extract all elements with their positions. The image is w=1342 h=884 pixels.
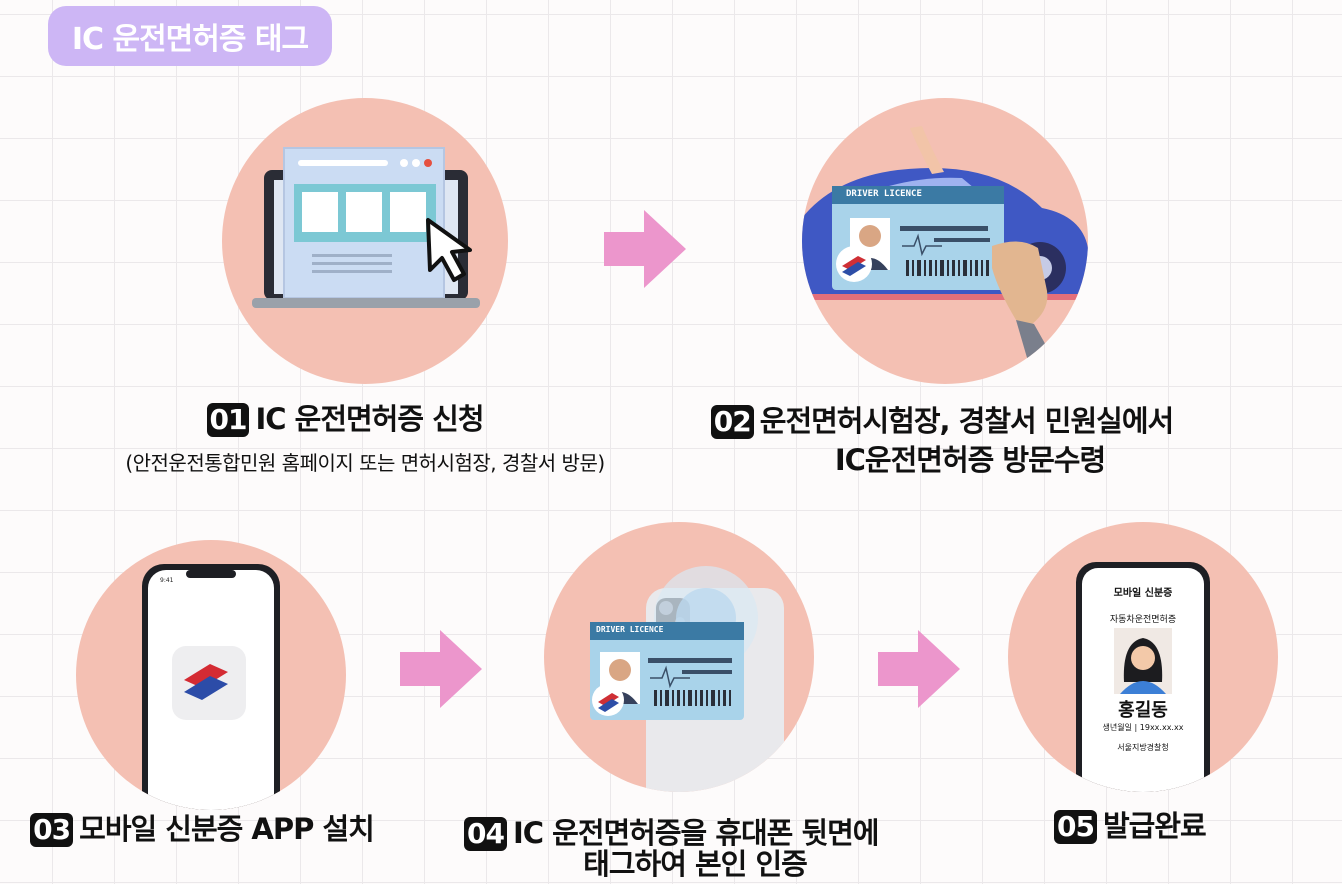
step2-line1: 운전면허시험장, 경찰서 민원실에서 bbox=[759, 404, 1174, 438]
step4-line2: 태그하여 본인 인증 bbox=[583, 847, 808, 881]
step5-illustration: 모바일 신분증 자동차운전면허증 홍길동 생년월일 | 19xx.xx.xx 서… bbox=[1008, 522, 1278, 792]
driver-license-card bbox=[832, 186, 1004, 290]
step2-number: 02 bbox=[710, 405, 754, 439]
step4-number: 04 bbox=[464, 817, 507, 851]
svg-text:9:41: 9:41 bbox=[160, 577, 174, 584]
step3-illustration: 9:41 bbox=[76, 540, 346, 810]
card-label: DRIVER LICENCE bbox=[846, 189, 922, 199]
arrow-right-icon bbox=[400, 630, 482, 708]
avatar bbox=[1114, 628, 1172, 694]
phone-header: 모바일 신분증 bbox=[1113, 588, 1173, 599]
phone-subheader: 자동차운전면허증 bbox=[1109, 615, 1177, 625]
hand-icon bbox=[992, 241, 1048, 324]
phone-issuer: 서울지방경찰청 bbox=[1117, 743, 1169, 752]
driver-license-card bbox=[590, 622, 744, 720]
step1-number: 01 bbox=[206, 403, 250, 437]
step5-title: 발급완료 bbox=[1102, 809, 1207, 843]
step1-title: IC 운전면허증 신청 bbox=[255, 402, 484, 436]
step2-line2: IC운전면허증 방문수령 bbox=[834, 443, 1106, 477]
arrow-right-icon bbox=[878, 630, 960, 708]
step4-line1: IC 운전면허증을 휴대폰 뒷면에 bbox=[512, 816, 880, 850]
step2-illustration bbox=[802, 98, 1088, 384]
phone-name: 홍길동 bbox=[1118, 700, 1168, 721]
arrow-right-icon bbox=[604, 210, 686, 288]
laptop-icon bbox=[252, 147, 480, 308]
step1-illustration bbox=[222, 98, 508, 384]
step3-number: 03 bbox=[30, 813, 74, 847]
page-title: IC 운전면허증 태그 bbox=[48, 6, 332, 66]
step3-title: 모바일 신분증 APP 설치 bbox=[79, 812, 375, 846]
card-label: DRIVER LICENCE bbox=[596, 625, 664, 634]
step1-subtitle: (안전운전통합민원 홈페이지 또는 면허시험장, 경찰서 방문) bbox=[125, 451, 605, 475]
step4-illustration bbox=[544, 522, 814, 792]
step5-number: 05 bbox=[1054, 810, 1097, 844]
phone-birth: 생년월일 | 19xx.xx.xx bbox=[1102, 723, 1184, 732]
